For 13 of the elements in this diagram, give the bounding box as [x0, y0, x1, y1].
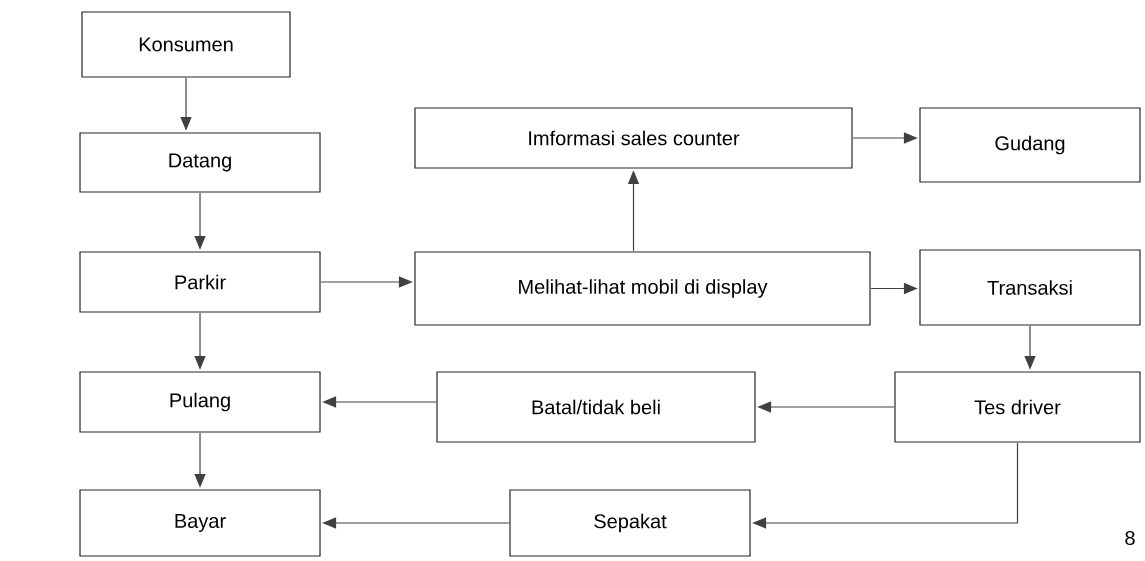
page-number: 8 [1125, 530, 1135, 546]
process-box: Batal/tidak beli [436, 371, 756, 443]
process-box: Tes driver [894, 371, 1141, 443]
process-box: Datang [79, 132, 321, 193]
process-box: Bayar [79, 489, 321, 557]
process-box: Parkir [79, 251, 321, 313]
process-box: Pulang [79, 371, 321, 433]
process-box: Imformasi sales counter [414, 107, 853, 169]
process-box: Konsumen [81, 11, 291, 78]
process-box: Gudang [919, 107, 1141, 183]
process-box: Transaksi [919, 249, 1141, 326]
process-box: Melihat-lihat mobil di display [414, 251, 871, 326]
process-box: Sepakat [509, 489, 751, 557]
